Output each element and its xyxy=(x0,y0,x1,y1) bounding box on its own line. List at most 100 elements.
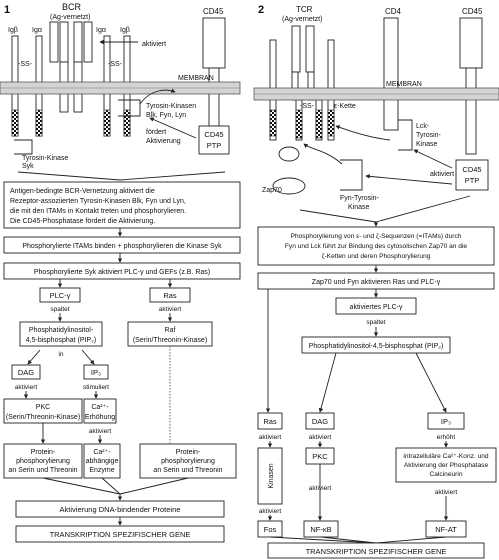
panel-2-number: 2 xyxy=(258,4,264,16)
fyn-line2: Kinase xyxy=(348,204,370,211)
ca-enz-line3: Enzyme xyxy=(89,467,114,474)
aktivierung-label: Aktivierung xyxy=(146,138,181,145)
ca-enz-line2: abhängige xyxy=(86,458,119,465)
membran-label-1: MEMBRAN xyxy=(178,75,214,82)
panel1-step3-text: Phosphorylierte Syk aktiviert PLC-γ und … xyxy=(34,269,210,276)
cd45-ptp-2-line2: PTP xyxy=(465,176,480,185)
zap70-shape xyxy=(272,177,306,195)
cd45-ptp-box-1 xyxy=(198,125,230,155)
lck-line2: Tyrosin- xyxy=(416,132,442,139)
aktiviert-kinasen-label: aktiviert xyxy=(259,508,282,515)
cd45-label-1: CD45 xyxy=(203,7,224,16)
plc-gamma-label-2: aktiviertes PLC-γ xyxy=(350,304,403,311)
aktiviert-label-1: aktiviert xyxy=(142,41,166,48)
pip2-box-2 xyxy=(301,336,451,354)
fos-label: Fos xyxy=(264,525,277,534)
pkc-line2: (Serin/Threonin-Kinase) xyxy=(6,414,80,421)
pkc-box-1 xyxy=(3,398,83,424)
tcr-sublabel: (Ag-vernetzt) xyxy=(282,16,322,23)
disulfide-2: -SS- xyxy=(108,61,123,68)
plc-gamma-box-1 xyxy=(39,287,81,303)
bcr-receptor xyxy=(49,21,93,113)
cd45-ptp-box-2 xyxy=(455,159,489,191)
pip2-box-1 xyxy=(19,321,103,347)
ca-line2: Aktivierung der Phosphatase xyxy=(404,462,489,469)
panel1-step2-box xyxy=(3,236,241,254)
transkription-box-1 xyxy=(15,525,225,543)
panel2-step1-line3: ζ-Ketten und deren Phosphorylierung xyxy=(322,253,431,260)
panel2-step1-line2: Fyn und Lck führt zur Bindung des cytoso… xyxy=(285,243,468,250)
cd45-receptor-1 xyxy=(202,17,226,69)
pip2-label-2: Phosphatidylinositol-4,5-bisphosphat (PI… xyxy=(309,343,444,350)
panel2-step2-text: Zap70 und Fyn aktivieren Ras und PLC-γ xyxy=(312,279,441,286)
raf-line2: (Serin/Threonin-Kinase) xyxy=(133,337,207,344)
zap70-label: Zap70 xyxy=(262,187,282,194)
aktiviert-dag-label: aktiviert xyxy=(309,434,332,441)
ig-alpha-1: Igα xyxy=(32,27,42,34)
syk-label-2: Syk xyxy=(22,163,34,170)
panel1-step1-line3: die mit den ITAMs in Kontakt treten und … xyxy=(10,208,186,215)
nfat-label: NF-AT xyxy=(435,525,457,534)
aktiviert-ca-label: aktiviert xyxy=(435,489,458,496)
prot2-line1: Protein- xyxy=(176,449,201,456)
in-label: in xyxy=(58,351,63,358)
cd45-ptp-2-line1: CD45 xyxy=(462,165,481,174)
membran-label-2: MEMBRAN xyxy=(386,81,422,88)
bcr-label: BCR xyxy=(62,2,82,12)
erhoeht-label: erhöht xyxy=(437,434,456,441)
tcr-label: TCR xyxy=(296,5,313,14)
ig-alpha-2: Igα xyxy=(96,27,106,34)
lck-line1: Lck- xyxy=(416,123,430,130)
prot1-line3: an Serin und Threonin xyxy=(8,467,77,474)
aktiviert-pkc-label: aktiviert xyxy=(15,384,38,391)
ip3-box-2 xyxy=(427,412,465,430)
spaltet-label-2: spaltet xyxy=(366,319,385,326)
ca-line3: Calcineurin xyxy=(430,471,463,478)
panel1-step1-box xyxy=(3,181,241,229)
dag-box-2 xyxy=(305,412,335,430)
cd45-ptp-1-line2: PTP xyxy=(207,141,222,150)
dag-box-1 xyxy=(11,364,41,380)
ras-label-2: Ras xyxy=(263,417,277,426)
raf-line1: Raf xyxy=(165,327,176,334)
raf-box xyxy=(127,321,213,347)
spaltet-label-1: spaltet xyxy=(50,306,69,313)
cd45-receptor-2 xyxy=(459,17,483,69)
kinasen-box xyxy=(257,447,283,505)
ras-box-2 xyxy=(257,412,283,430)
panel1-step1-line4: Die CD45-Phosphatase fördert die Aktivie… xyxy=(10,218,155,225)
ras-box-1 xyxy=(149,287,191,303)
panel2-step1-line1: Phosphorylierung von ε- und ζ-Sequenzen … xyxy=(291,233,462,240)
panel1-step3-box xyxy=(3,262,241,280)
transkription-text-1: TRANSKRIPTION SPEZIFISCHER GENE xyxy=(50,530,191,539)
ca-erh-line2: Erhöhung xyxy=(85,414,115,421)
panel1-step1-line1: Antigen-bedingte BCR-Vernetzung aktivier… xyxy=(10,188,155,195)
panel1-step1-line2: Rezeptor-assoziierten Tyrosin-Kinasen Bl… xyxy=(10,198,186,205)
ras-label-1: Ras xyxy=(163,291,177,300)
pkc-label-2: PKC xyxy=(312,452,328,461)
aktiviert-label-raf: aktiviert xyxy=(159,306,182,313)
aktiviert-enzyme-label: aktiviert xyxy=(89,428,112,435)
dna-activation-text: Aktivierung DNA-bindender Proteine xyxy=(60,505,181,514)
ig-beta-1: Igβ xyxy=(8,27,18,34)
ca-erhoehung-box xyxy=(83,398,117,424)
pip2-line2: 4,5-bisphosphat (PIP₂) xyxy=(26,337,96,344)
pkc-line1: PKC xyxy=(36,404,50,411)
panel2-step1-box xyxy=(257,226,495,266)
transkription-text-2: TRANSKRIPTION SPEZIFISCHER GENE xyxy=(306,547,447,556)
lck-line3: Kinase xyxy=(416,141,438,148)
foerdert-label: fördert xyxy=(146,129,166,136)
panel-1-bcr: 1 BCR (Ag-vernetzt) Igβ Igα Igα Igβ -SS-… xyxy=(0,2,241,543)
prot1-line2: phosphorylierung xyxy=(16,458,70,465)
kinasen-label: Kinasen xyxy=(268,463,275,488)
tcr-receptor xyxy=(269,25,335,141)
nfkb-label: NF-κB xyxy=(310,525,331,534)
ig-beta-2: Igβ xyxy=(120,27,130,34)
syk-label-1: Tyrosin-Kinase xyxy=(22,155,68,162)
dag-label-1: DAG xyxy=(18,368,34,377)
prot2-line3: an Serin und Threonin xyxy=(153,467,222,474)
prot2-line2: phosphorylierung xyxy=(161,458,215,465)
ip3-label-2: IP₃ xyxy=(441,417,451,426)
disulfide-3: -SS- xyxy=(300,103,315,110)
